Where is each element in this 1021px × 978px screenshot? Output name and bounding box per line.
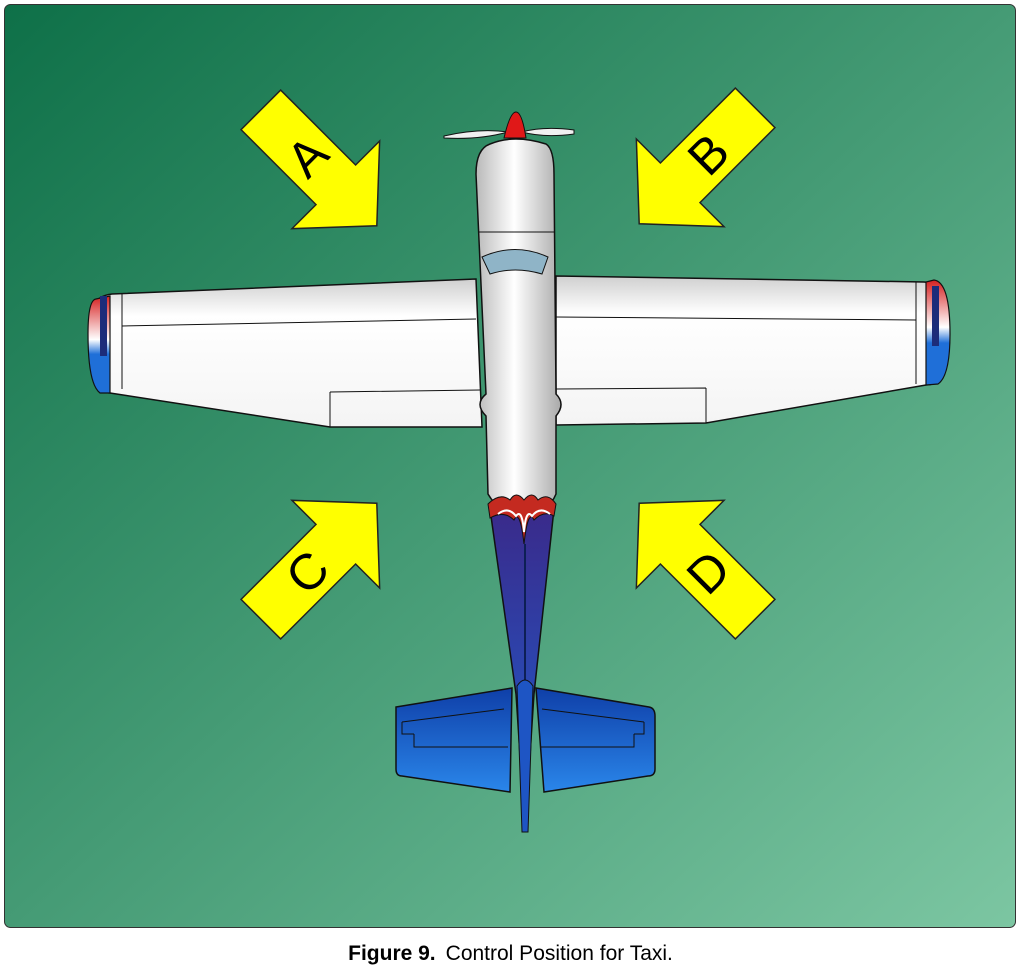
- airplane-diagram: A B C D: [4, 4, 1016, 928]
- figure-caption: Figure 9. Control Position for Taxi.: [0, 942, 1021, 966]
- right-wing: [555, 275, 951, 426]
- figure-title: Control Position for Taxi.: [445, 942, 673, 965]
- fuselage: [475, 138, 562, 545]
- figure-panel: A B C D: [4, 4, 1016, 928]
- figure-label: Figure 9.: [348, 942, 436, 965]
- propeller: [443, 111, 575, 139]
- horizontal-stabilizer: [395, 687, 656, 793]
- left-wing: [87, 278, 483, 428]
- spinner: [503, 111, 527, 139]
- aft-fuselage: [489, 508, 555, 833]
